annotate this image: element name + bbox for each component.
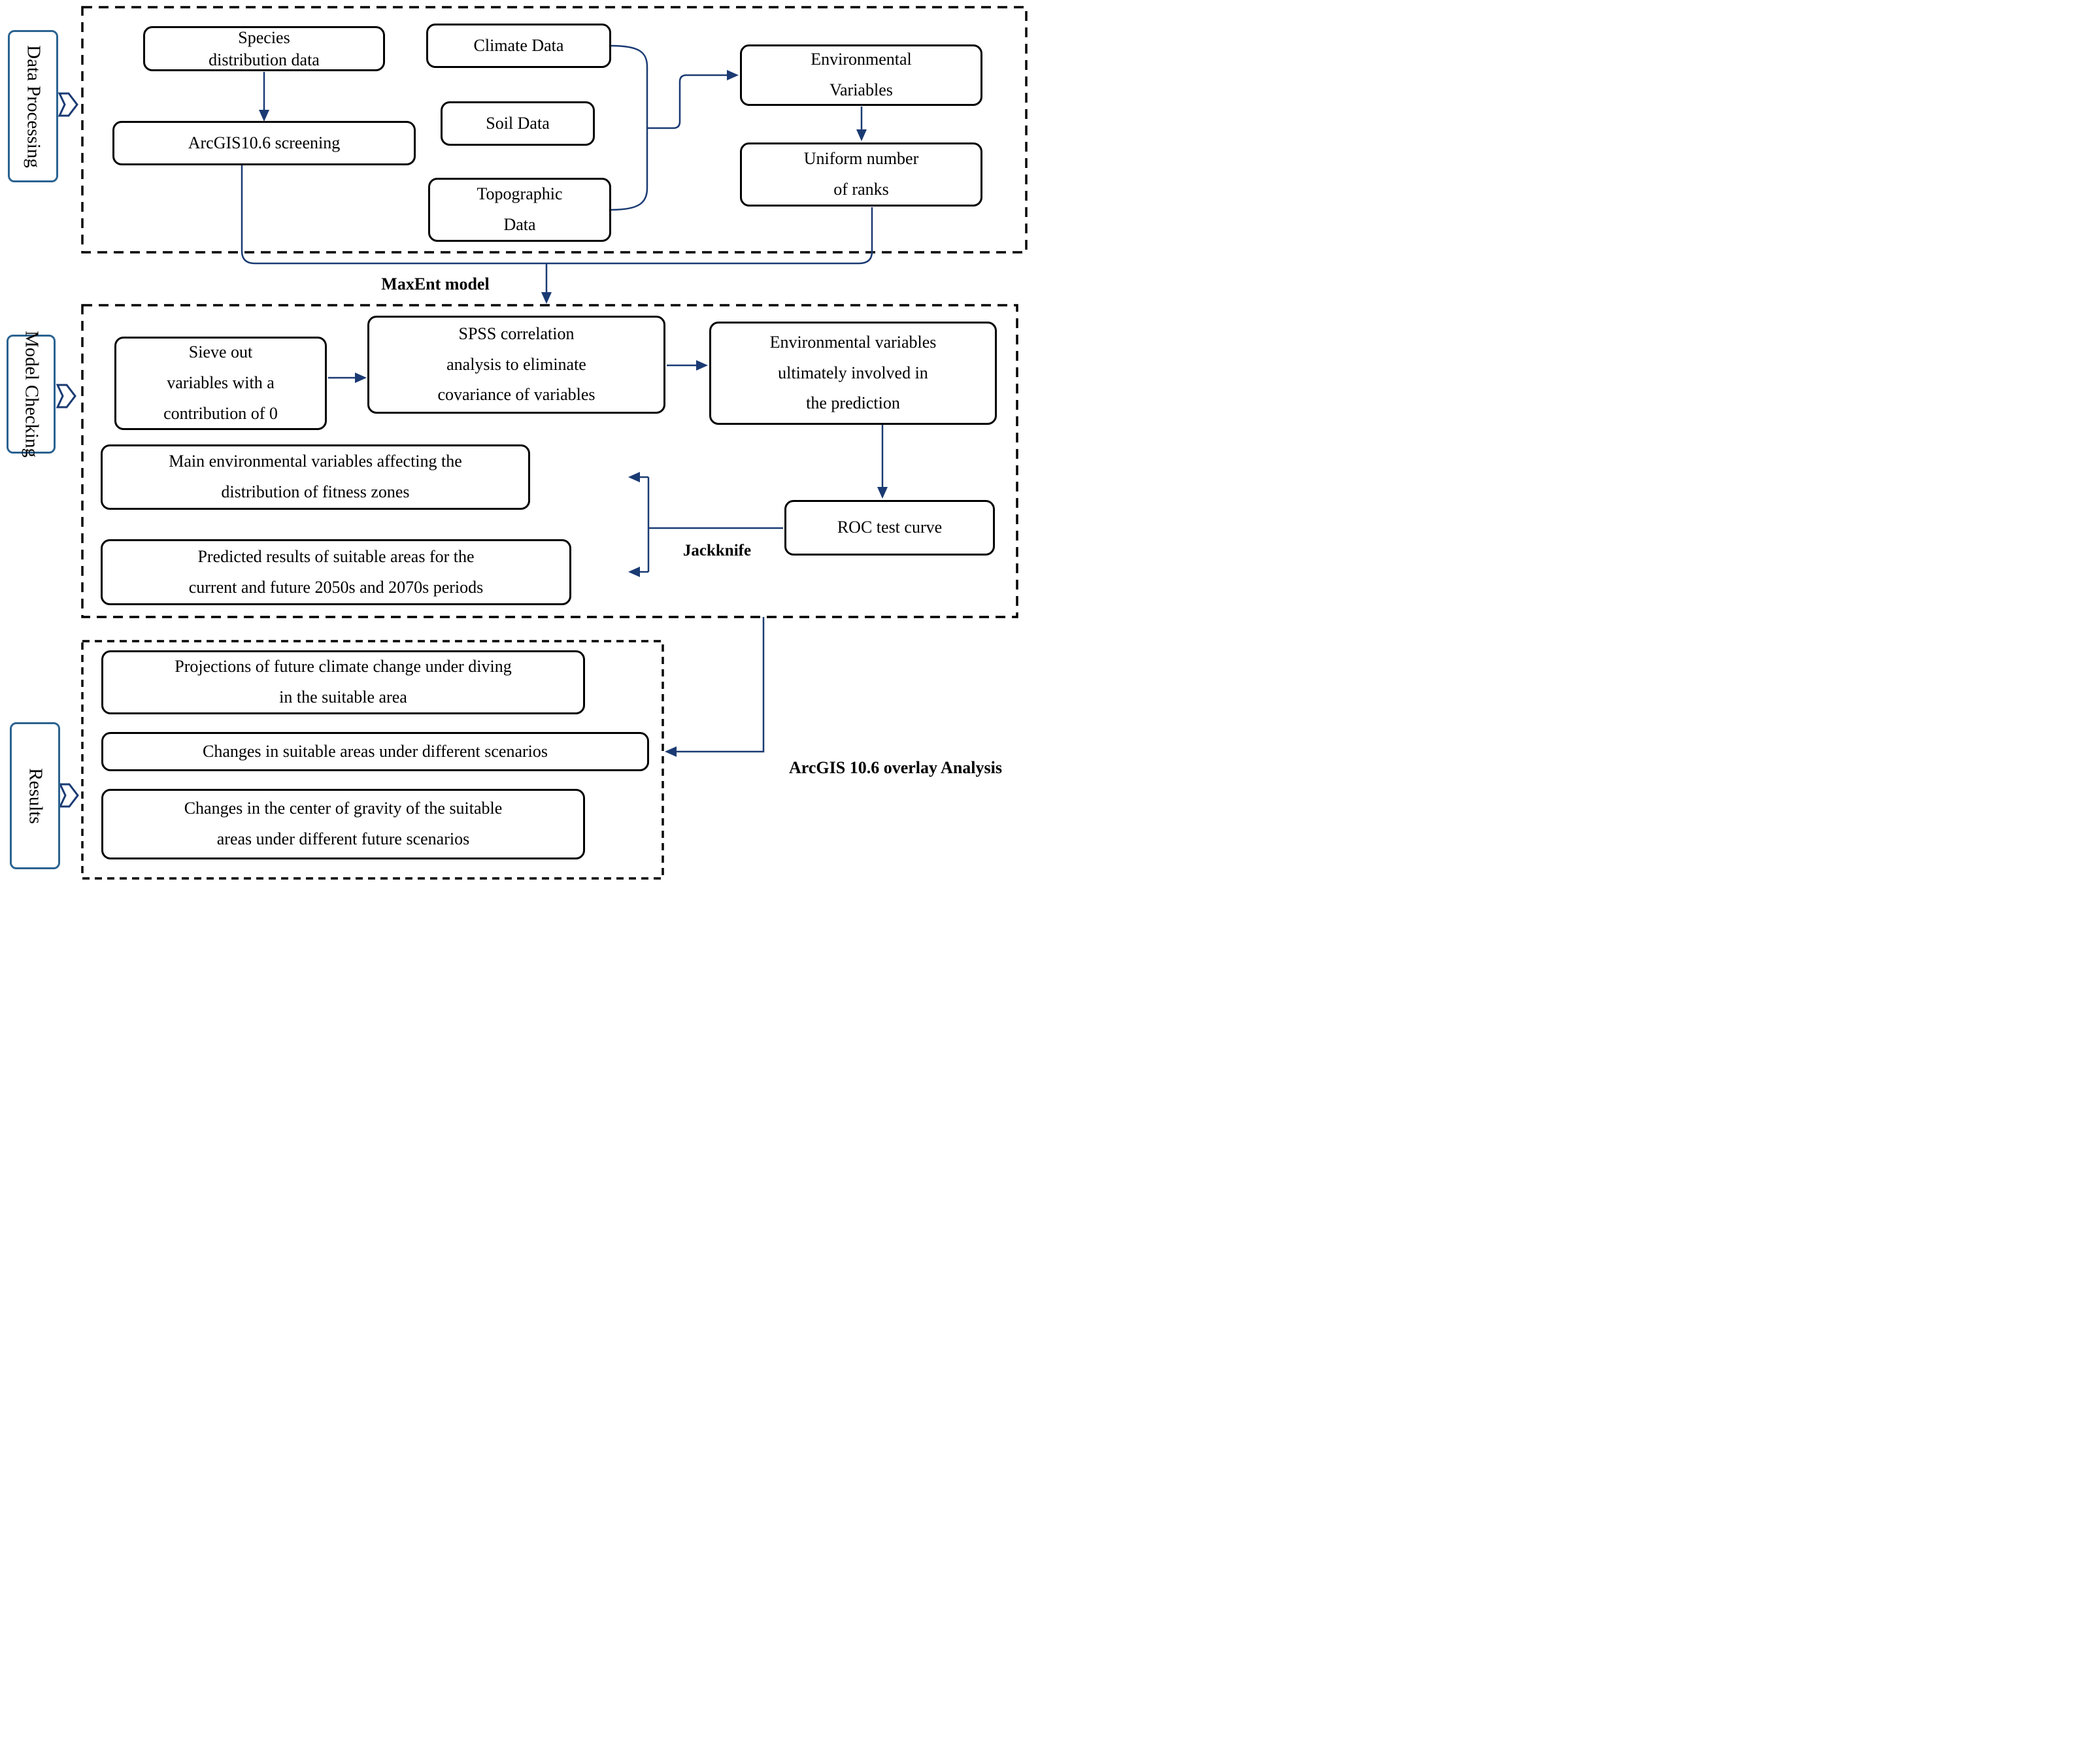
label-jackknife: Jackknife [682,542,752,559]
hollow-arrow-icon-data-processing [58,92,78,117]
flow-connectors-svg [56,6,1028,880]
section-label-results-text: Results [25,767,46,824]
node-changes-center-gravity: Changes in the center of gravity of the … [101,789,585,859]
arrowhead-envvars-to-uniform-icon [856,129,867,141]
hollow-arrow-icon-results [58,783,79,808]
arrowhead-to-main-env-icon [628,472,640,482]
connector-modelchecking-to-results [676,617,765,753]
arrowhead-envult-to-roc-icon [877,487,888,499]
node-topographic-data: Topographic Data [428,178,611,242]
node-environmental-variables: Environmental Variables [740,44,982,106]
connector-merge-maxent [241,165,873,265]
flowchart-canvas: Data Processing Model Checking Results S… [0,0,1039,882]
node-arcgis-screening: ArcGIS10.6 screening [112,121,416,165]
node-uniform-ranks: Uniform number of ranks [740,142,982,207]
node-roc-test-curve: ROC test curve [784,500,995,556]
node-main-env-variables: Main environmental variables affecting t… [101,444,530,510]
node-species-distribution: Species distribution data [143,26,385,71]
section-border-data-processing [81,6,1028,254]
label-arcgis-overlay: ArcGIS 10.6 overlay Analysis [789,758,1002,777]
arrowhead-to-env-variables-icon [727,70,739,80]
node-soil-data: Soil Data [441,101,595,146]
section-label-results: Results [10,722,60,869]
section-label-model-checking-text: Model Checking [21,330,42,458]
section-border-results [81,640,664,880]
section-label-data-processing-text: Data Processing [23,44,44,168]
node-climate-data: Climate Data [426,24,611,68]
arrowhead-maxent-drop-icon [541,292,552,304]
arrowhead-to-predicted-icon [628,567,640,577]
connector-bracket-to-env-variables [647,74,728,129]
section-label-model-checking: Model Checking [7,331,56,458]
section-label-data-processing: Data Processing [8,30,58,182]
node-predicted-results: Predicted results of suitable areas for … [101,539,571,605]
section-border-model-checking [81,304,1018,618]
node-sieve-variables: Sieve out variables with a contribution … [114,337,327,430]
arrowhead-to-results-icon [665,746,677,757]
arrowhead-species-to-arcgis-icon [259,110,269,122]
arrowhead-sieve-to-spss-icon [355,373,367,383]
hollow-arrow-icon-model-checking [56,384,76,408]
arrowhead-spss-to-envult-icon [696,360,708,371]
label-maxent-model: MaxEnt model [381,275,490,293]
bracket-climate-soil-topographic [611,44,648,211]
node-changes-suitable-areas: Changes in suitable areas under differen… [101,732,649,771]
node-projections-climate-change: Projections of future climate change und… [101,650,585,714]
node-env-variables-prediction: Environmental variables ultimately invol… [709,322,997,425]
node-spss-correlation: SPSS correlation analysis to eliminate c… [367,316,665,414]
